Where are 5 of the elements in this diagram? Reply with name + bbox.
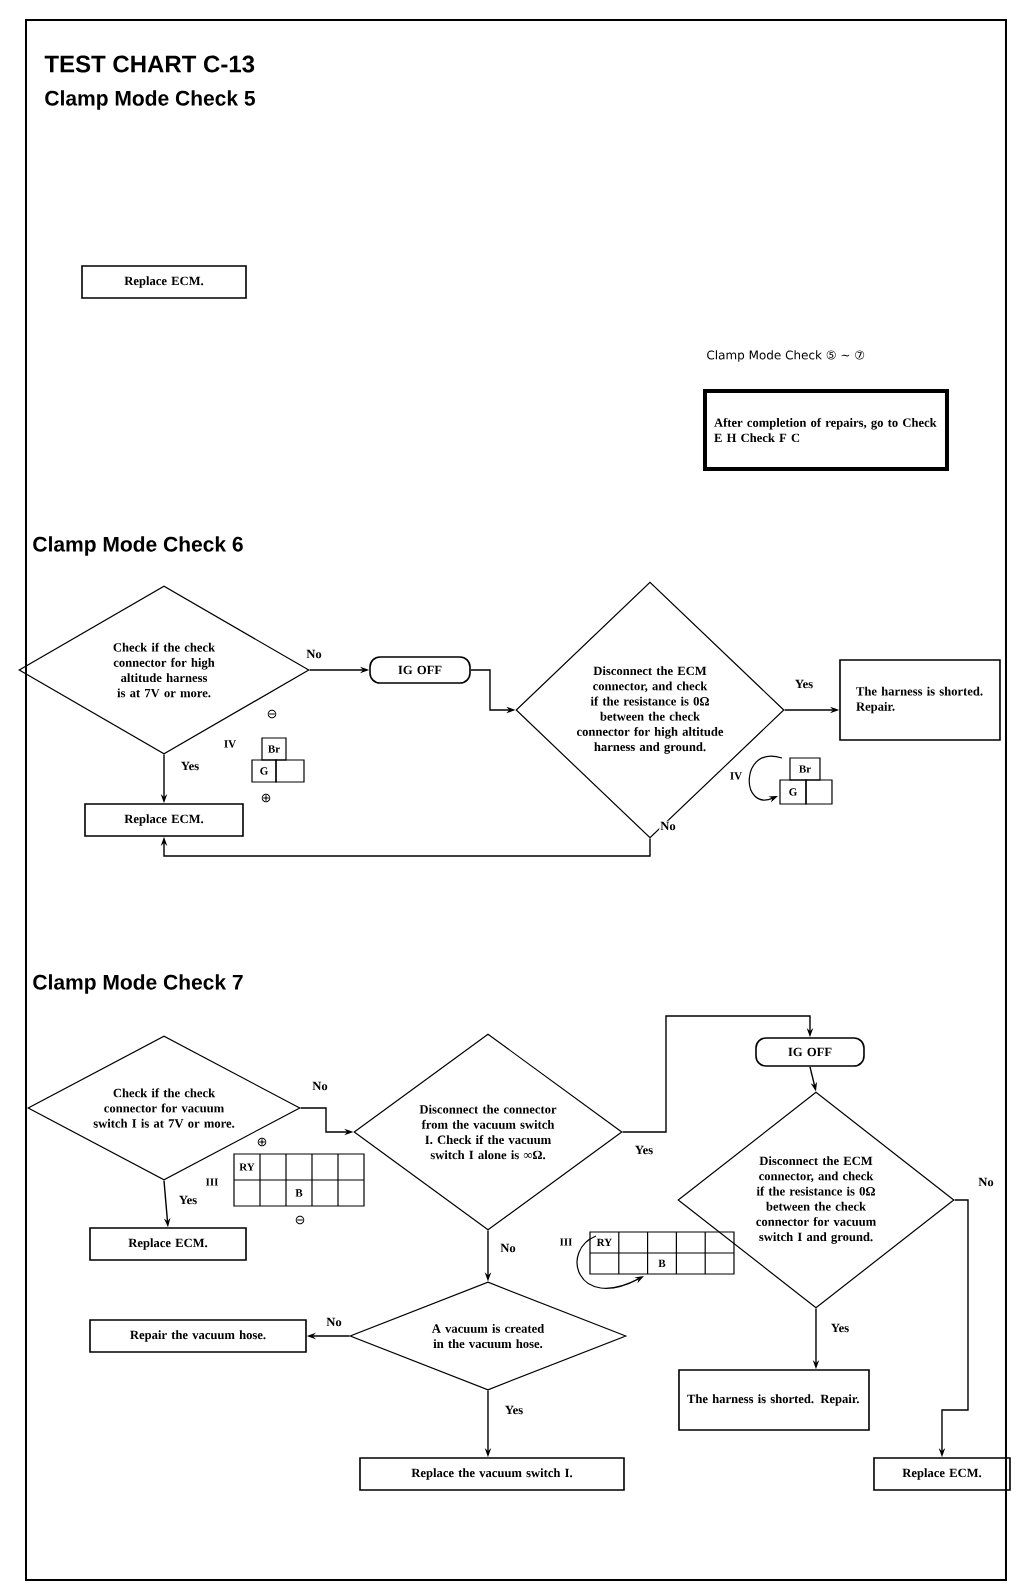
chart-title: TEST CHART C-13: [44, 55, 255, 73]
heading: Clamp Mode Check 7: [33, 974, 243, 994]
arrow: [621, 1015, 814, 1133]
heading: Clamp Mode Check 6: [33, 536, 243, 556]
heading: Clamp Mode Check 5: [45, 90, 255, 110]
